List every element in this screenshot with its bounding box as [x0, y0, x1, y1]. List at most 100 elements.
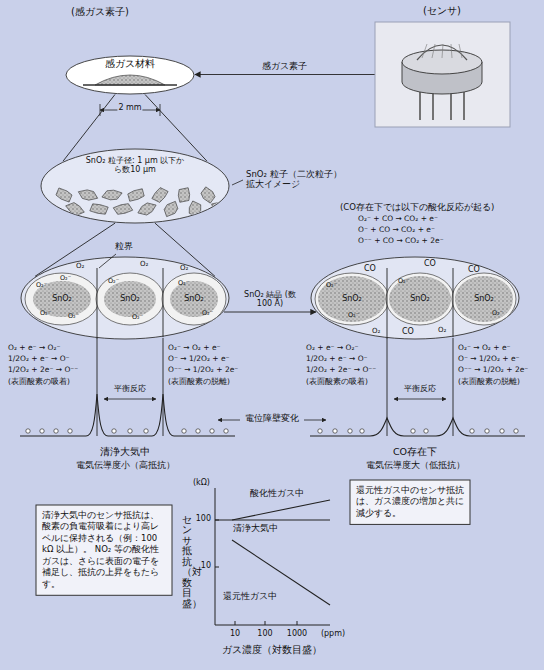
tick-mark	[215, 567, 219, 568]
potential-barrier-curve	[20, 394, 235, 436]
sensor-mesh	[432, 44, 435, 58]
potential-barrier-curve	[310, 418, 525, 436]
grain-core	[170, 281, 218, 317]
grain-boundary-line	[97, 268, 98, 338]
annotation-label: SnO₂ 粒子（二次粒子） 拡大イメージ	[246, 170, 346, 190]
node-text: O₂	[438, 326, 446, 334]
equilibrium-arrow	[104, 399, 156, 400]
connector	[195, 74, 375, 75]
annotation-label: (kΩ)	[193, 478, 210, 487]
grain-boundary-line	[97, 338, 453, 436]
sno2-particle	[78, 190, 97, 200]
edge-label: SnO₂ 結晶 (数100 Å)	[238, 290, 302, 308]
annotation-label: O⁻⁻ → 1/2O₂ + 2e⁻	[168, 366, 238, 375]
note-box: 清浄大気中のセンサ抵抗は、酸素の負電荷吸着により高レベルに保持される（例：100…	[36, 505, 172, 595]
electron-dot	[485, 429, 489, 433]
annotation-label: 100	[257, 629, 272, 638]
electron-dot	[40, 429, 44, 433]
grain-core	[455, 276, 513, 322]
sno2-particle	[152, 188, 168, 203]
annotation-label: ガス濃度（対数目盛）	[222, 645, 322, 656]
sno2-particle	[102, 190, 122, 200]
grain-boundary-line	[163, 338, 164, 436]
electron-dot	[348, 429, 352, 433]
annotation-label: 1/2O₂ + e⁻ → O⁻	[8, 355, 70, 364]
note-box: 還元性ガス中のセンサ抵抗は、ガス濃度の増加と共に減少する。	[350, 480, 470, 524]
sensor-mesh	[422, 44, 427, 58]
node-text: O₂⁻	[202, 310, 213, 317]
annotation-label: (感ガス素子)	[71, 6, 129, 18]
node-text: 清浄大気中	[233, 524, 278, 534]
grain-core	[33, 281, 91, 317]
sno2-particle	[138, 203, 156, 215]
electron-dot	[26, 429, 30, 433]
depletion-layer	[25, 273, 99, 325]
equilibrium-arrow	[394, 399, 446, 400]
tick-mark	[265, 621, 266, 625]
sno2-grain	[25, 273, 226, 325]
node-text: (センサ)	[423, 5, 461, 17]
node-text: 酸化性ガス中	[250, 489, 304, 499]
node-text: O₂⁻	[398, 278, 409, 285]
grain-core	[389, 276, 451, 322]
node-text: CO	[424, 259, 436, 268]
electron-dot	[196, 429, 200, 433]
depletion-layer	[452, 273, 516, 325]
data-line	[215, 519, 330, 520]
node-text: SnO₂	[184, 294, 204, 303]
electron-dot	[210, 429, 214, 433]
annotation-label: (表面酸素の脱離)	[168, 378, 230, 387]
sensor-mesh	[442, 44, 443, 58]
node-text: 還元性ガス中	[223, 592, 277, 602]
annotation-label: O₂⁻ → O₂ + e⁻	[168, 344, 220, 353]
annotation-label: O⁻ → 1/2O₂ + e⁻	[458, 355, 520, 364]
node-text: SnO₂	[120, 294, 140, 303]
annotation-label: (表面酸素の吸着)	[306, 378, 368, 387]
node-shape	[215, 488, 330, 625]
sensor-top	[402, 50, 482, 74]
sno2-particle	[56, 187, 226, 217]
sno2-grain	[315, 273, 516, 325]
axis-line	[215, 488, 330, 625]
depletion-layer	[96, 273, 164, 325]
annotation-label: O⁻ + CO → CO₂ + e⁻	[358, 226, 435, 235]
sensing-material	[95, 75, 165, 85]
electron-dot	[500, 429, 504, 433]
electron-dot	[514, 429, 518, 433]
grain-boundary-line	[453, 268, 454, 337]
annotation-label: センサ抵抗（対数目盛）	[182, 515, 192, 609]
node-text: O₂⁻	[36, 282, 47, 289]
annotation-label: O₂⁻ → O₂ + e⁻	[458, 344, 510, 353]
node-text: 還元性ガス中のセンサ抵抗は、ガス濃度の増加と共に減少する。	[356, 485, 464, 519]
grain-boundary-line	[97, 338, 98, 436]
sensor-mesh	[451, 44, 452, 58]
annotation-label: (CO存在下では以下の酸化反応が起る)	[340, 203, 494, 213]
electron-dot	[112, 429, 116, 433]
tick-mark	[297, 621, 298, 625]
sno2-particle	[56, 188, 72, 202]
sno2-particle	[66, 203, 85, 216]
outline	[41, 149, 229, 223]
grain-boundary-line	[163, 268, 164, 337]
annotation-label: 10	[230, 629, 240, 638]
electron-dot	[360, 429, 364, 433]
node-text: O₂⁻	[60, 275, 71, 282]
sensing-element: 感ガス材料	[65, 55, 195, 95]
sensor-body	[402, 44, 482, 120]
sno2-particle	[164, 201, 178, 216]
annotation-label: O⁻ → 1/2O₂ + e⁻	[168, 355, 230, 364]
node-text: SnO₂	[474, 294, 494, 303]
annotation-label: 電気伝導度大（低抵抗）	[366, 460, 465, 470]
depletion-layer	[386, 273, 454, 325]
leader-line	[232, 180, 243, 185]
annotation-label: CO存在下	[393, 447, 437, 458]
connector-line	[224, 312, 316, 313]
annotation-label: 電気伝導度小（高抵抗）	[76, 460, 175, 470]
node-text: O₂	[180, 264, 188, 272]
photo-frame	[375, 22, 510, 127]
electron-dot	[144, 429, 148, 433]
annotation-label: 平衡反応	[404, 384, 436, 393]
sno2-particle	[90, 204, 108, 214]
